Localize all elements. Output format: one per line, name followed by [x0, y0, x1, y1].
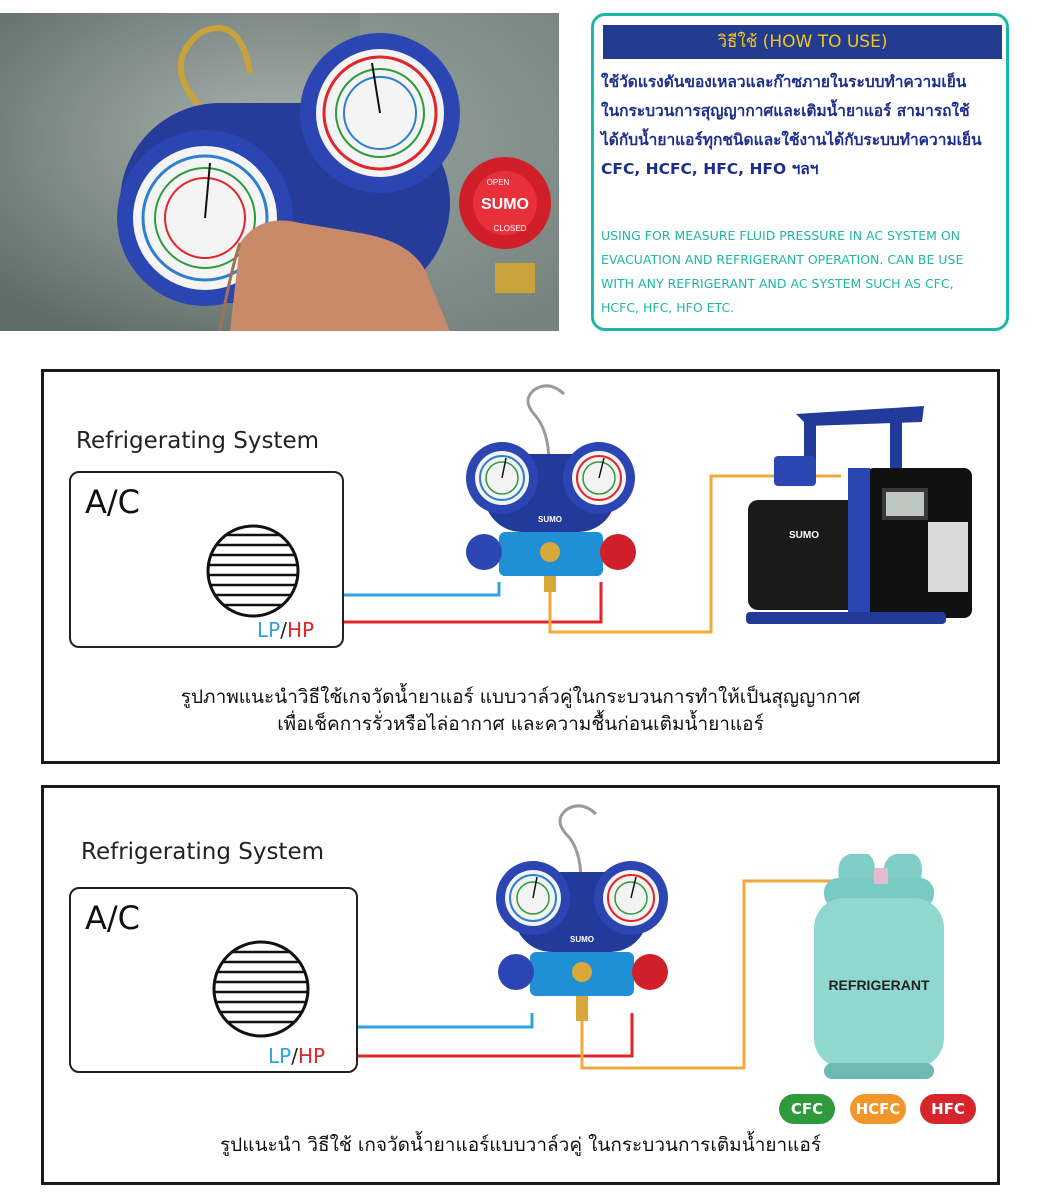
vacuum-pump-icon: SUMO — [746, 406, 972, 624]
product-photo: SUMO OPEN CLOSED — [0, 13, 559, 331]
caption-line: เพื่อเช็คการรั่วหรือไล่อากาศ และความชื้น… — [277, 713, 764, 735]
how-to-use-header: วิธีใช้ (HOW TO USE) — [603, 25, 1002, 59]
badge-hcfc: HCFC — [850, 1094, 906, 1124]
how-to-use-box: วิธีใช้ (HOW TO USE) ใช้วัดแรงดันของเหลว… — [591, 13, 1009, 331]
knob-closed-text: CLOSED — [494, 224, 527, 233]
vacuum-connection-diagram: SUMO SUMO — [344, 384, 972, 634]
tank-label: REFRIGERANT — [828, 977, 930, 993]
hp-hose — [358, 1013, 634, 1058]
english-line: EVACUATION AND REFRIGERANT OPERATION. CA… — [601, 252, 964, 267]
lp-text: LP — [268, 1044, 292, 1068]
thai-line: CFC, HCFC, HFC, HFO ฯลฯ — [601, 160, 819, 178]
lp-hose — [358, 1013, 534, 1029]
thai-line: ใช้วัดแรงดันของเหลวและก๊าซภายในระบบทำควา… — [601, 73, 967, 91]
charging-caption: รูปแนะนำ วิธีใช้ เกจวัดน้ำยาแอร์แบบวาล์ว… — [219, 1134, 822, 1156]
slash-text: / — [291, 1044, 298, 1068]
manifold-brand-text: SUMO — [538, 515, 562, 524]
pump-brand-text: SUMO — [789, 530, 819, 541]
caption-line: รูปภาพแนะนำวิธีใช้เกจวัดน้ำยาแอร์ แบบวาล… — [180, 686, 861, 708]
english-line: WITH ANY REFRIGERANT AND AC SYSTEM SUCH … — [601, 276, 954, 291]
fan-icon — [205, 523, 301, 623]
ac-label: A/C — [85, 483, 141, 521]
vacuum-caption: รูปภาพแนะนำวิธีใช้เกจวัดน้ำยาแอร์ แบบวาล… — [44, 684, 997, 738]
knob-open-text: OPEN — [487, 178, 510, 187]
lp-hp-label: LP/HP — [257, 618, 314, 642]
badge-cfc: CFC — [779, 1094, 835, 1124]
manifold-gauge-icon: SUMO — [466, 384, 636, 592]
thai-line: ได้กับน้ำยาแอร์ทุกชนิดและใช้งานได้กับระบ… — [601, 131, 982, 149]
service-hose — [548, 474, 841, 634]
hp-text: HP — [297, 1044, 326, 1068]
lp-hp-label: LP/HP — [268, 1044, 325, 1068]
manifold-brand-text: SUMO — [570, 935, 594, 944]
lp-hose — [344, 582, 501, 597]
refrigerant-tank-icon: REFRIGERANT — [814, 854, 944, 1079]
system-label: Refrigerating System — [81, 839, 325, 865]
ac-label: A/C — [85, 899, 141, 937]
ac-unit-box: A/C LP/HP — [69, 887, 358, 1073]
service-hose — [580, 879, 866, 1070]
slash-text: / — [280, 618, 287, 642]
english-line: HCFC, HFC, HFO ETC. — [601, 300, 735, 315]
how-to-use-english-text: USING FOR MEASURE FLUID PRESSURE IN AC S… — [601, 224, 1005, 320]
manifold-gauge-icon: SUMO — [496, 804, 668, 1021]
badge-hfc: HFC — [920, 1094, 976, 1124]
charging-diagram-panel: Refrigerating System A/C LP/HP — [41, 785, 1000, 1185]
ac-unit-box: A/C LP/HP — [69, 471, 344, 648]
lp-text: LP — [257, 618, 281, 642]
thai-line: ในกระบวนการสุญญากาศและเติมน้ำยาแอร์ สามา… — [601, 102, 970, 120]
how-to-use-thai-text: ใช้วัดแรงดันของเหลวและก๊าซภายในระบบทำควา… — [601, 68, 1005, 184]
system-label: Refrigerating System — [76, 428, 320, 454]
english-line: USING FOR MEASURE FLUID PRESSURE IN AC S… — [601, 228, 961, 243]
fan-icon — [211, 939, 311, 1043]
hp-hose — [344, 582, 603, 624]
knob-brand-text: SUMO — [481, 196, 529, 213]
charging-connection-diagram: SUMO REFRIGERANT — [358, 804, 944, 1079]
hp-text: HP — [286, 618, 315, 642]
vacuum-diagram-panel: Refrigerating System A/C LP/HP — [41, 369, 1000, 764]
